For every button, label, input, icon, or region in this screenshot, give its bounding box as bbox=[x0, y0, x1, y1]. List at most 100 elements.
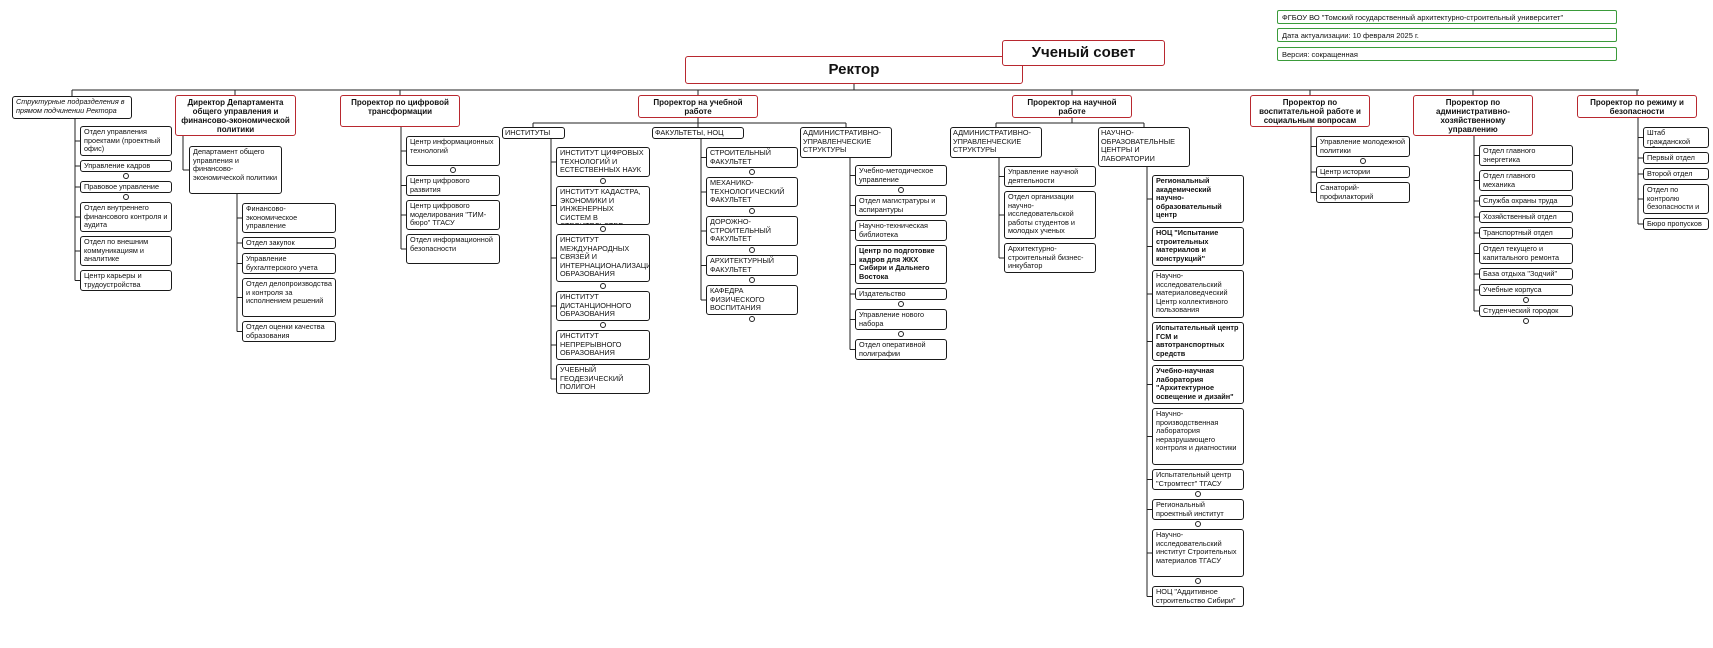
academic-admin-item: Отдел оперативной полиграфии bbox=[855, 339, 947, 360]
science-centers-item: Научно-исследовательский материаловедчес… bbox=[1152, 270, 1244, 318]
academic-header: Проректор на учебной работе bbox=[638, 95, 758, 118]
collapse-toggle-icon[interactable] bbox=[898, 331, 904, 337]
collapse-toggle-icon[interactable] bbox=[600, 322, 606, 328]
faculties-item: КАФЕДРА ФИЗИЧЕСКОГО ВОСПИТАНИЯ bbox=[706, 285, 798, 315]
admin-econ-item: Отдел главного энергетика bbox=[1479, 145, 1573, 166]
faculties-label: ФАКУЛЬТЕТЫ, НОЦ bbox=[652, 127, 744, 139]
science-admin-label: АДМИНИСТРАТИВНО-УПРАВЛЕНЧЕСКИЕ СТРУКТУРЫ bbox=[950, 127, 1042, 158]
science-centers-item: Научно-производственная лаборатория нера… bbox=[1152, 408, 1244, 465]
rector-direct-item: Правовое управление bbox=[80, 181, 172, 193]
security-item: Второй отдел bbox=[1643, 168, 1709, 180]
collapse-toggle-icon[interactable] bbox=[123, 194, 129, 200]
collapse-toggle-icon[interactable] bbox=[600, 283, 606, 289]
institutes-item: ИНСТИТУТ НЕПРЕРЫВНОГО ОБРАЗОВАНИЯ bbox=[556, 330, 650, 360]
collapse-toggle-icon[interactable] bbox=[749, 247, 755, 253]
admin-econ-item: Транспортный отдел bbox=[1479, 227, 1573, 239]
science-centers-label: НАУЧНО-ОБРАЗОВАТЕЛЬНЫЕ ЦЕНТРЫ И ЛАБОРАТО… bbox=[1098, 127, 1190, 167]
social-item: Управление молодежной политики bbox=[1316, 136, 1410, 157]
collapse-toggle-icon[interactable] bbox=[123, 173, 129, 179]
social-header: Проректор по воспитательной работе и соц… bbox=[1250, 95, 1370, 127]
rector-box: Ректор bbox=[685, 56, 1023, 84]
institutes-item: ИНСТИТУТ ЦИФРОВЫХ ТЕХНОЛОГИЙ И ЕСТЕСТВЕН… bbox=[556, 147, 650, 177]
academic-admin-item: Научно-техническая библиотека bbox=[855, 220, 947, 241]
academic-admin-label: АДМИНИСТРАТИВНО-УПРАВЛЕНЧЕСКИЕ СТРУКТУРЫ bbox=[800, 127, 892, 158]
science-centers-item: НОЦ "Испытание строительных материалов и… bbox=[1152, 227, 1244, 266]
science-centers-item: Региональный проектный институт bbox=[1152, 499, 1244, 520]
collapse-toggle-icon[interactable] bbox=[898, 187, 904, 193]
faculties-item: МЕХАНИКО-ТЕХНОЛОГИЧЕСКИЙ ФАКУЛЬТЕТ bbox=[706, 177, 798, 207]
collapse-toggle-icon[interactable] bbox=[1195, 578, 1201, 584]
science-centers-item: Научно-исследовательский институт Строит… bbox=[1152, 529, 1244, 577]
science-centers-item: Учебно-научная лаборатория "Архитектурно… bbox=[1152, 365, 1244, 404]
admin-econ-item: Отдел текущего и капитального ремонта bbox=[1479, 243, 1573, 264]
collapse-toggle-icon[interactable] bbox=[1195, 521, 1201, 527]
science-header: Проректор на научной работе bbox=[1012, 95, 1132, 118]
security-header: Проректор по режиму и безопасности bbox=[1577, 95, 1697, 118]
security-item: Бюро пропусков bbox=[1643, 218, 1709, 230]
collapse-toggle-icon[interactable] bbox=[1523, 297, 1529, 303]
info-version: Версия: сокращенная bbox=[1277, 47, 1617, 61]
institutes-item: ИНСТИТУТ МЕЖДУНАРОДНЫХ СВЯЗЕЙ И ИНТЕРНАЦ… bbox=[556, 234, 650, 282]
security-item: Первый отдел bbox=[1643, 152, 1709, 164]
rector-direct-header: Структурные подразделения в прямом подчи… bbox=[12, 96, 132, 119]
collapse-toggle-icon[interactable] bbox=[600, 178, 606, 184]
collapse-toggle-icon[interactable] bbox=[749, 208, 755, 214]
rector-direct-item: Отдел по внешним коммуникациям и аналити… bbox=[80, 236, 172, 266]
academic-council-box: Ученый совет bbox=[1002, 40, 1165, 66]
finance-item: Отдел оценки качества образования bbox=[242, 321, 336, 342]
digital-item: Отдел информационной безопасности bbox=[406, 234, 500, 264]
academic-admin-item: Центр по подготовке кадров для ЖКХ Сибир… bbox=[855, 245, 947, 284]
admin-econ-item: Служба охраны труда bbox=[1479, 195, 1573, 207]
science-admin-item: Архитектурно-строительный бизнес-инкубат… bbox=[1004, 243, 1096, 273]
academic-admin-item: Управление нового набора bbox=[855, 309, 947, 330]
digital-item: Центр информационных технологий bbox=[406, 136, 500, 166]
institutes-item: ИНСТИТУТ КАДАСТРА, ЭКОНОМИКИ И ИНЖЕНЕРНЫ… bbox=[556, 186, 650, 225]
collapse-toggle-icon[interactable] bbox=[1360, 158, 1366, 164]
academic-admin-item: Учебно-методическое управление bbox=[855, 165, 947, 186]
admin-econ-item: Студенческий городок bbox=[1479, 305, 1573, 317]
security-item: Штаб гражданской обороны bbox=[1643, 127, 1709, 148]
collapse-toggle-icon[interactable] bbox=[749, 169, 755, 175]
admin-econ-item: Учебные корпуса bbox=[1479, 284, 1573, 296]
info-org-name: ФГБОУ ВО "Томский государственный архите… bbox=[1277, 10, 1617, 24]
digital-header: Проректор по цифровой трансформации bbox=[340, 95, 460, 127]
finance-item: Отдел закупок bbox=[242, 237, 336, 249]
rector-direct-item: Управление кадров bbox=[80, 160, 172, 172]
rector-direct-item: Отдел внутреннего финансового контроля и… bbox=[80, 202, 172, 232]
science-centers-item: Испытательный центр "Стромтест" ТГАСУ bbox=[1152, 469, 1244, 490]
institutes-label: ИНСТИТУТЫ bbox=[502, 127, 565, 139]
admin-econ-header: Проректор по административно-хозяйственн… bbox=[1413, 95, 1533, 136]
collapse-toggle-icon[interactable] bbox=[749, 277, 755, 283]
collapse-toggle-icon[interactable] bbox=[600, 226, 606, 232]
science-centers-item: Региональный академический научно-образо… bbox=[1152, 175, 1244, 223]
admin-econ-item: База отдыха "Зодчий" bbox=[1479, 268, 1573, 280]
collapse-toggle-icon[interactable] bbox=[898, 301, 904, 307]
faculties-item: ДОРОЖНО-СТРОИТЕЛЬНЫЙ ФАКУЛЬТЕТ bbox=[706, 216, 798, 246]
security-item: Отдел по контролю безопасности и антитер… bbox=[1643, 184, 1709, 214]
science-admin-item: Управление научной деятельности bbox=[1004, 166, 1096, 187]
finance-dept-box: Департамент общего управления и финансов… bbox=[189, 146, 282, 194]
social-item: Центр истории bbox=[1316, 166, 1410, 178]
collapse-toggle-icon[interactable] bbox=[450, 167, 456, 173]
info-date: Дата актуализации: 10 февраля 2025 г. bbox=[1277, 28, 1617, 42]
finance-item: Финансово-экономическое управление bbox=[242, 203, 336, 233]
digital-item: Центр цифрового развития bbox=[406, 175, 500, 196]
science-centers-item: НОЦ "Аддитивное строительство Сибири" bbox=[1152, 586, 1244, 607]
rector-direct-item: Отдел управления проектами (проектный оф… bbox=[80, 126, 172, 156]
science-centers-item: Испытательный центр ГСМ и автотранспортн… bbox=[1152, 322, 1244, 361]
institutes-item: ИНСТИТУТ ДИСТАНЦИОННОГО ОБРАЗОВАНИЯ bbox=[556, 291, 650, 321]
digital-item: Центр цифрового моделирования "ТИМ-бюро"… bbox=[406, 200, 500, 230]
faculties-item: АРХИТЕКТУРНЫЙ ФАКУЛЬТЕТ bbox=[706, 255, 798, 276]
finance-header: Директор Департамента общего управления … bbox=[175, 95, 296, 136]
science-admin-item: Отдел организации научно-исследовательск… bbox=[1004, 191, 1096, 239]
faculties-item: СТРОИТЕЛЬНЫЙ ФАКУЛЬТЕТ bbox=[706, 147, 798, 168]
collapse-toggle-icon[interactable] bbox=[1195, 491, 1201, 497]
social-item: Санаторий-профилакторий bbox=[1316, 182, 1410, 203]
academic-admin-item: Издательство bbox=[855, 288, 947, 300]
finance-item: Управление бухгалтерского учета bbox=[242, 253, 336, 274]
admin-econ-item: Хозяйственный отдел bbox=[1479, 211, 1573, 223]
collapse-toggle-icon[interactable] bbox=[1523, 318, 1529, 324]
collapse-toggle-icon[interactable] bbox=[749, 316, 755, 322]
